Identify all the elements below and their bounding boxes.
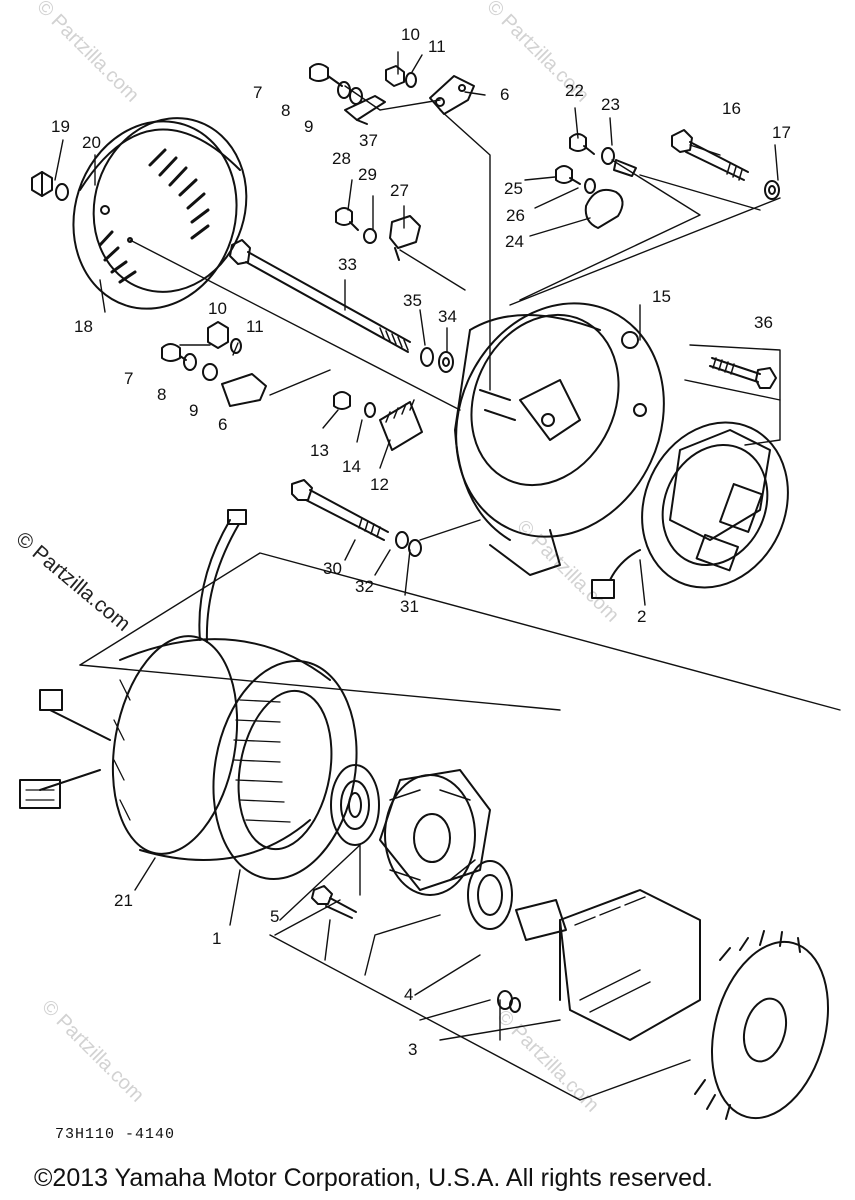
callout-7-mid: 7: [124, 369, 133, 388]
callout-6-mid: 6: [218, 415, 227, 434]
callout-10-top: 10: [401, 25, 420, 44]
through-bolt-33: [229, 239, 411, 353]
callout-24: 24: [505, 232, 524, 251]
callout-13: 13: [310, 441, 329, 460]
callout-10-mid: 10: [208, 299, 227, 318]
washer-26: [584, 178, 596, 194]
callout-4: 4: [404, 985, 413, 1004]
callout-32: 32: [355, 577, 374, 596]
screw-28: [335, 207, 359, 231]
clamp-23b: [613, 159, 637, 177]
callout-27: 27: [390, 181, 409, 200]
callout-34: 34: [438, 307, 457, 326]
callout-26: 26: [506, 206, 525, 225]
screw-13: [333, 391, 351, 410]
field-coil-2: [591, 421, 789, 599]
stator-21: [19, 509, 358, 881]
callout-21: 21: [114, 891, 133, 910]
nut-34: [438, 351, 454, 373]
screw-25: [555, 165, 581, 185]
nut-17: [764, 180, 780, 200]
drawing-code: 73H110 -4140: [55, 1126, 176, 1143]
diode-ring-4: [467, 860, 513, 930]
washer-11-mid: [230, 338, 242, 354]
callout-11-mid: 11: [246, 317, 264, 336]
callout-22: 22: [565, 81, 584, 100]
fan-cover-18: [72, 117, 248, 310]
callout-5: 5: [270, 907, 279, 926]
callout-35: 35: [403, 291, 422, 310]
callout-23: 23: [601, 95, 620, 114]
washer-14: [364, 402, 376, 418]
washer-8-mid: [183, 353, 197, 371]
washer-9-mid: [202, 363, 218, 381]
rotor-bolt: [311, 885, 357, 919]
callout-labels: 10 11 7 8 9 37 6 22 23 16 17 19 20 28 29…: [51, 25, 791, 1059]
nut-10-mid: [207, 321, 229, 349]
screw-7-mid: [161, 343, 187, 362]
callout-9-mid: 9: [189, 401, 198, 420]
washer-20: [55, 183, 69, 201]
washer-23: [601, 147, 615, 165]
brush-holder-27: [389, 215, 421, 261]
washer-29: [363, 228, 377, 244]
rectifier-12: [379, 399, 423, 451]
callout-37: 37: [359, 131, 378, 150]
screw-22: [569, 133, 595, 155]
washer-8-top: [337, 81, 351, 99]
screw-19: [31, 171, 53, 197]
callout-2: 2: [637, 607, 646, 626]
copyright-notice: ©2013 Yamaha Motor Corporation, U.S.A. A…: [34, 1164, 713, 1192]
washer-32: [395, 531, 409, 549]
callout-6-top: 6: [500, 85, 509, 104]
callout-28: 28: [332, 149, 351, 168]
bracket-6-mid: [221, 373, 267, 407]
leader-lines: [54, 51, 841, 1101]
nut-10-top: [385, 65, 405, 87]
callout-20: 20: [82, 133, 101, 152]
screw-7-top: [309, 63, 343, 87]
bolt-16: [671, 129, 749, 181]
callout-33: 33: [338, 255, 357, 274]
callout-19: 19: [51, 117, 70, 136]
callout-8-top: 8: [281, 101, 290, 120]
callout-8-mid: 8: [157, 385, 166, 404]
washer-11-top: [405, 72, 417, 88]
callout-25: 25: [504, 179, 523, 198]
callout-12: 12: [370, 475, 389, 494]
callout-17: 17: [772, 123, 791, 142]
bolt-36: [709, 357, 777, 389]
rear-bracket-housing-15: [454, 302, 665, 576]
callout-11-top: 11: [428, 37, 446, 56]
callout-3: 3: [408, 1040, 417, 1059]
bearing-5: [330, 764, 380, 846]
exciter-armature: [379, 769, 491, 896]
washer-35: [420, 347, 434, 367]
cable-clamp-24: [584, 188, 624, 229]
nut-31: [408, 539, 422, 557]
callout-9-top: 9: [304, 117, 313, 136]
nut-3-fastener: [497, 990, 521, 1013]
callout-7-top: 7: [253, 83, 262, 102]
callout-29: 29: [358, 165, 377, 184]
callout-16: 16: [722, 99, 741, 118]
bracket-6-top: [429, 75, 475, 115]
callout-1: 1: [212, 929, 221, 948]
bolt-30: [291, 479, 389, 541]
callout-18: 18: [74, 317, 93, 336]
rotor-assembly-3: [515, 889, 830, 1120]
callout-15: 15: [652, 287, 671, 306]
terminal-37: [344, 95, 386, 125]
callout-36: 36: [754, 313, 773, 332]
callout-30: 30: [323, 559, 342, 578]
callout-14: 14: [342, 457, 361, 476]
callout-31: 31: [400, 597, 419, 616]
